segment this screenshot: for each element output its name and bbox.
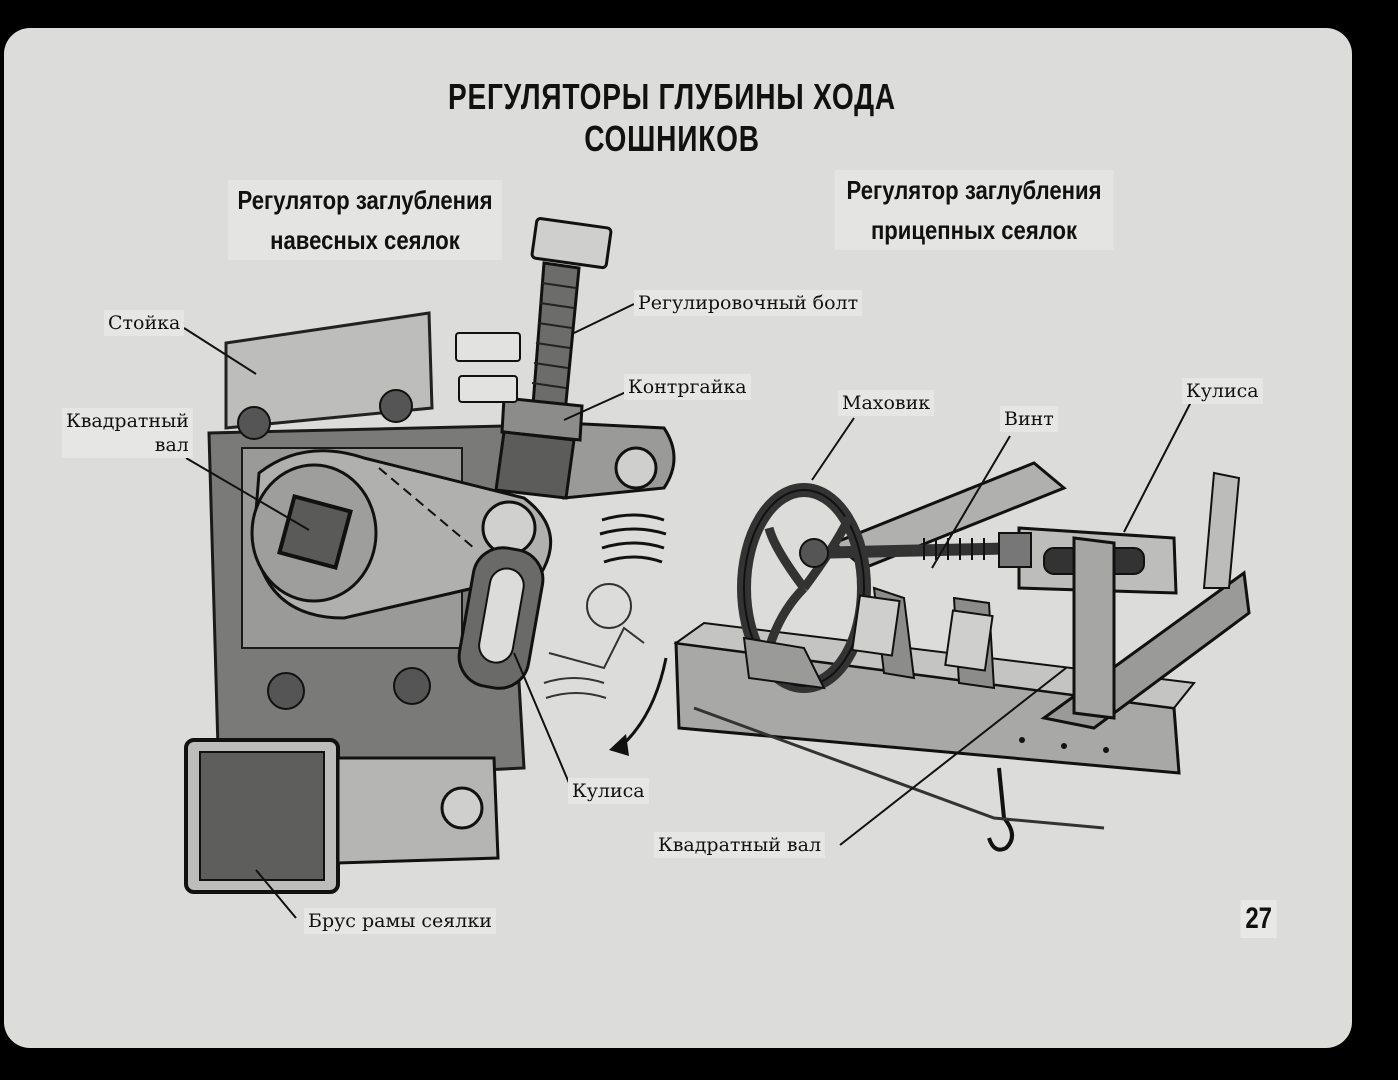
label-stoyka: Стойка xyxy=(104,310,185,336)
lower-bolt-right xyxy=(393,667,431,705)
adjusting-bolt-head xyxy=(530,217,613,270)
hook xyxy=(987,767,1014,852)
label-kvadratny-val-right: Квадратный вал xyxy=(654,832,826,858)
lock-nut xyxy=(500,396,584,442)
spare-nut-2 xyxy=(458,375,518,403)
left-heading-line2: навесных сеялок xyxy=(270,225,460,255)
clamp-bolt xyxy=(440,786,484,830)
label-kontrgaika: Контргайка xyxy=(624,374,751,400)
thread-lines xyxy=(531,282,577,389)
bracket-bolt xyxy=(614,446,658,490)
label-kulisa-left: Кулиса xyxy=(568,778,649,804)
label-reg-bolt: Регулировочный болт xyxy=(634,290,863,316)
screw-shaft xyxy=(808,542,1030,559)
left-heading-line1: Регулятор заглубления xyxy=(237,185,493,215)
back-rail xyxy=(831,461,1067,570)
bolt-lower xyxy=(494,430,576,500)
mounted-regulator-drawing xyxy=(184,217,676,894)
frame-rail-top xyxy=(673,621,1196,710)
trailed-regulator-drawing xyxy=(673,461,1251,852)
lever-pin xyxy=(481,500,537,556)
far-post xyxy=(1202,471,1241,589)
slot-opening xyxy=(478,567,525,664)
right-heading-line2: прицепных сеялок xyxy=(870,215,1078,245)
upright xyxy=(1072,536,1116,720)
label-kvadratny-val-left-line1: Квадратный xyxy=(66,410,189,432)
label-kvadratny-val-left-line2: вал xyxy=(154,434,189,456)
mechanism-illustrations xyxy=(183,217,1251,919)
motion-arrow-head xyxy=(609,734,629,756)
top-bolt-left xyxy=(237,406,271,440)
screw-nut xyxy=(998,532,1032,568)
left-heading: Регулятор заглубления навесных сеялок xyxy=(228,180,502,260)
square-shaft-left xyxy=(277,494,353,570)
top-bolt-right xyxy=(379,389,413,423)
label-kvadratny-val-left: Квадратный вал xyxy=(62,408,193,458)
spring xyxy=(599,513,667,564)
clamp-b xyxy=(944,609,994,672)
label-vint: Винт xyxy=(1000,406,1058,432)
leader-lines xyxy=(183,303,1193,919)
alternate-position xyxy=(543,583,645,699)
frame-bar-face xyxy=(199,751,325,881)
right-heading-line1: Регулятор заглубления xyxy=(846,175,1102,205)
dashed-guide xyxy=(378,467,475,549)
clamp-a xyxy=(851,594,901,657)
slide-card: РЕГУЛЯТОРЫ ГЛУБИНЫ ХОДА СОШНИКОВ Регулят… xyxy=(4,28,1352,1048)
clamp-plate xyxy=(336,756,500,865)
spare-nut-1 xyxy=(455,332,521,362)
wheel-bracket xyxy=(742,636,826,690)
page-number: 27 xyxy=(1240,900,1277,938)
slide-title: РЕГУЛЯТОРЫ ГЛУБИНЫ ХОДА СОШНИКОВ xyxy=(447,76,896,159)
lower-bolt-left xyxy=(267,672,305,710)
tie-rod xyxy=(693,706,1105,830)
label-kulisa-right: Кулиса xyxy=(1182,378,1263,404)
right-heading: Регулятор заглубления прицепных сеялок xyxy=(834,170,1114,250)
frame-holes xyxy=(1019,737,1109,753)
label-makhovik: Маховик xyxy=(838,390,935,416)
handwheel-hub xyxy=(799,538,829,568)
label-brus: Брус рамы сеялки xyxy=(304,908,496,934)
